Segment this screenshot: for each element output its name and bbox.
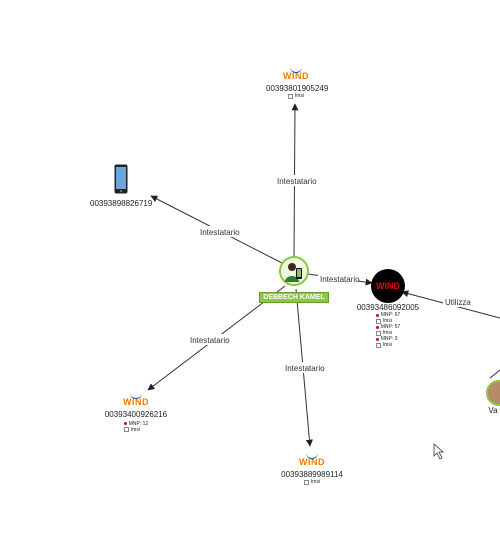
mouse-cursor-icon bbox=[433, 443, 445, 460]
node-tag: MNP: 57 bbox=[375, 324, 400, 330]
node-person[interactable]: DEBBECH KAMEL bbox=[258, 256, 330, 304]
node-bottom-left[interactable]: WIND 00393400926216 MNP: 12 Imsi bbox=[104, 392, 168, 437]
edge-label-bottom-left: Intestatario bbox=[190, 336, 230, 345]
edge-label-utilizza: Utilizza bbox=[445, 298, 471, 307]
wind-logo: WIND bbox=[299, 453, 325, 467]
person-avatar-icon bbox=[279, 256, 309, 286]
person-avatar-icon bbox=[486, 380, 500, 406]
node-number: 00393486092005 bbox=[356, 303, 420, 312]
node-number: 00393400926216 bbox=[104, 410, 168, 419]
smartphone-icon bbox=[114, 164, 128, 194]
node-tag: Imsi bbox=[280, 479, 344, 485]
node-tag: MNP: 67 bbox=[375, 312, 400, 318]
wind-logo: WIND bbox=[371, 269, 405, 303]
edge-label-phone: Intestatario bbox=[200, 228, 240, 237]
node-tag: Imsi bbox=[375, 318, 400, 324]
node-phone[interactable]: 00393898826719 bbox=[90, 164, 152, 208]
wind-logo: WIND bbox=[283, 67, 309, 81]
node-number: 00393898826719 bbox=[90, 199, 153, 208]
person-label: DEBBECH KAMEL bbox=[259, 286, 329, 304]
node-number: 00393889989114 bbox=[281, 470, 343, 479]
edge-label-top: Intestatario bbox=[277, 177, 317, 186]
node-tag: Imsi bbox=[375, 342, 400, 348]
node-number: 00393801905249 bbox=[266, 84, 329, 93]
node-right[interactable]: WIND 00393486092005 MNP: 67 Imsi MNP: 57… bbox=[356, 269, 420, 353]
node-top[interactable]: WIND 00393801905249 Imsi bbox=[266, 66, 329, 99]
node-tag: MNP: 12 bbox=[123, 421, 148, 427]
edge-label-bottom: Intestatario bbox=[285, 364, 325, 373]
node-partial-right[interactable]: Va bbox=[486, 380, 500, 415]
node-partial-name: Va bbox=[488, 406, 498, 415]
node-tag: Imsi bbox=[375, 330, 400, 336]
wind-logo: WIND bbox=[123, 393, 149, 407]
node-tag: MNP: 3 bbox=[375, 336, 400, 342]
node-tag: Imsi bbox=[123, 427, 148, 433]
node-tag: Imsi bbox=[266, 93, 326, 99]
edge-label-right: Intestatario bbox=[320, 275, 360, 284]
node-bottom[interactable]: WIND 00393889989114 Imsi bbox=[280, 452, 344, 485]
edge-partial bbox=[489, 369, 500, 379]
